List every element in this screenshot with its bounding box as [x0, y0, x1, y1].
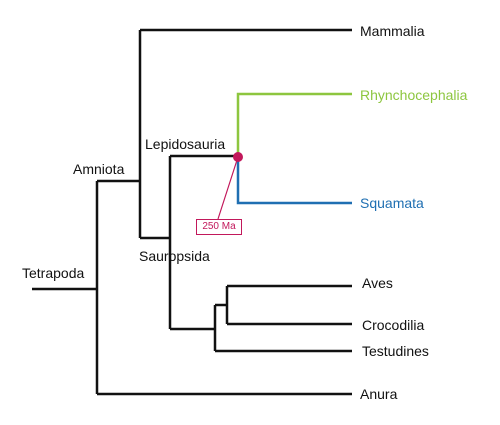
branch-rhynchocephalia: [236, 92, 352, 156]
divergence-time-label: 250 Ma: [196, 219, 242, 235]
taxon-label-squamata: Squamata: [360, 195, 424, 211]
taxon-label-rhynchocephalia: Rhynchocephalia: [360, 87, 468, 103]
taxon-label-testudines: Testudines: [362, 343, 429, 359]
clade-label-lepidosauria: Lepidosauria: [145, 136, 226, 152]
clade-label-tetrapoda: Tetrapoda: [22, 265, 85, 281]
divergence-node-marker: [233, 152, 243, 162]
clade-label-amniota: Amniota: [73, 161, 125, 177]
taxon-label-aves: Aves: [362, 275, 393, 291]
branch-squamata: [236, 156, 352, 205]
taxon-label-anura: Anura: [360, 386, 398, 402]
clade-label-sauropsida: Sauropsida: [139, 248, 210, 264]
taxon-label-mammalia: Mammalia: [360, 23, 425, 39]
divergence-pointer: [217, 156, 239, 220]
taxon-label-crocodilia: Crocodilia: [362, 317, 425, 333]
